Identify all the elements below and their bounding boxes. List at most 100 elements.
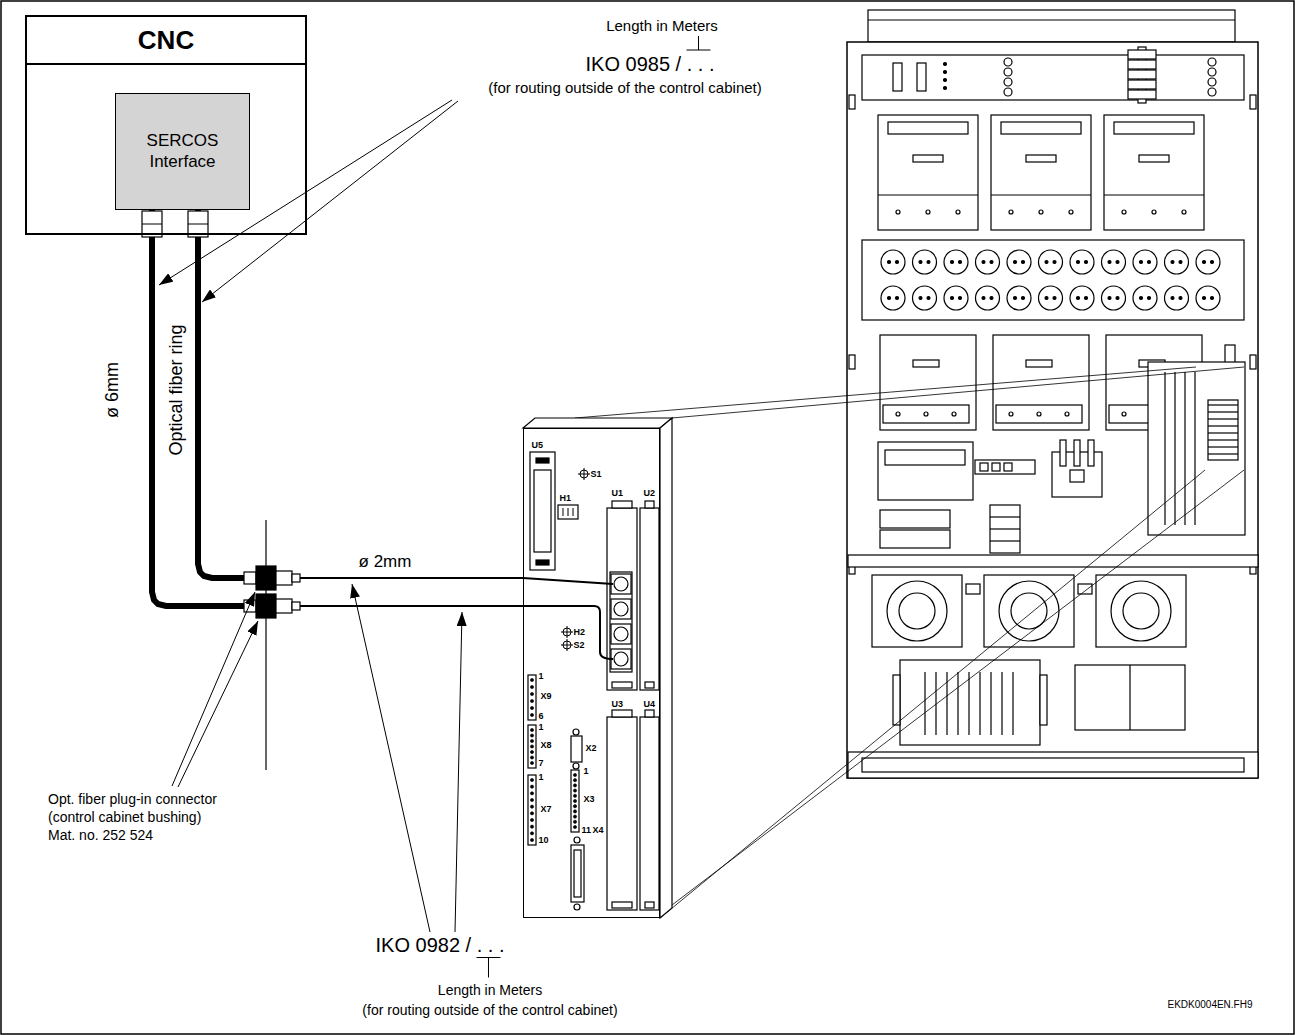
indicator xyxy=(1004,68,1012,76)
part-label: 1 xyxy=(584,767,589,776)
terminal-x7-pin xyxy=(530,825,533,828)
terminal xyxy=(1128,70,1156,79)
fuse-contact xyxy=(959,297,962,300)
fuse-contact xyxy=(1077,261,1080,264)
fiber-plug xyxy=(244,600,256,612)
length-tick xyxy=(686,50,710,51)
circuit-breaker xyxy=(878,115,978,230)
zoom-line xyxy=(672,470,1244,905)
part-label: 1 xyxy=(539,723,544,732)
fuse-contact xyxy=(951,297,954,300)
fuse-holder xyxy=(1007,286,1031,310)
filter-rib xyxy=(957,672,958,735)
contactor-face xyxy=(1070,470,1084,482)
card-u4-tab xyxy=(645,902,654,908)
part-label: S2 xyxy=(574,641,585,650)
indicator xyxy=(1208,78,1216,86)
fiber-optic-cable xyxy=(198,210,523,578)
screw xyxy=(952,412,956,416)
terminal-x7-pin xyxy=(530,805,533,808)
dsub-screw xyxy=(574,837,580,843)
terminal-x8-pin xyxy=(530,756,533,759)
zoom-lines xyxy=(575,367,1244,918)
drive-module: U5S1H1U1U2H2S2X916X817X7110X21X311X4U3U4 xyxy=(523,428,660,918)
fuse-contact xyxy=(919,261,922,264)
cabinet-top-edge xyxy=(868,19,1235,20)
fuse-contact xyxy=(1014,261,1017,264)
part-label: 6 xyxy=(539,712,544,721)
fuse-contact xyxy=(1085,261,1088,264)
leader-arrow xyxy=(455,612,462,932)
control-cabinet xyxy=(847,10,1258,778)
filter-rib xyxy=(990,672,991,735)
led-h2-cross xyxy=(567,626,568,638)
choke-mount xyxy=(872,575,962,647)
terminal-x7-pin xyxy=(530,785,533,788)
choke-core xyxy=(1123,593,1159,629)
filter-flange xyxy=(893,675,900,725)
drive-stack xyxy=(1148,362,1245,535)
screw xyxy=(1152,210,1156,214)
terminal xyxy=(1128,80,1156,89)
terminal xyxy=(990,505,1020,553)
fuse-contact xyxy=(990,297,993,300)
part-label: X8 xyxy=(541,741,552,750)
terminal-x9-pin xyxy=(530,699,533,702)
part-note: Opt. fiber plug-in connector (control ca… xyxy=(48,790,224,845)
length-tick xyxy=(488,958,489,978)
terminal-x7-pin xyxy=(530,778,533,781)
card-u1-tab xyxy=(612,501,632,508)
switch-s1-cross xyxy=(584,468,585,480)
zoom-line xyxy=(660,470,1205,918)
terminal-x7 xyxy=(528,775,536,845)
part-label: X4 xyxy=(593,826,604,835)
circuit-breaker xyxy=(1104,115,1204,230)
rail-tab xyxy=(1250,95,1256,109)
fuse-contact xyxy=(1053,261,1056,264)
terminal-x3-pin xyxy=(573,825,576,828)
fuse-contact xyxy=(1108,297,1111,300)
fuse-contact xyxy=(1077,297,1080,300)
terminal-x3-pin xyxy=(573,805,576,808)
terminal-x7-pin xyxy=(530,812,533,815)
terminal-line xyxy=(990,540,1020,541)
segment xyxy=(563,508,564,516)
indicator xyxy=(1004,88,1012,96)
fiber-port-socket xyxy=(614,602,628,616)
module-top-face xyxy=(523,418,672,428)
terminal-x9-pin xyxy=(530,678,533,681)
fuse-contact xyxy=(1116,297,1119,300)
segment xyxy=(568,508,569,516)
fiber-cable-thin xyxy=(300,577,523,579)
fiber-cable-thick xyxy=(198,210,246,578)
dsub-x4 xyxy=(571,845,584,902)
module-side-face xyxy=(660,418,672,918)
choke-ring xyxy=(887,581,947,641)
terminal-block xyxy=(880,530,950,548)
screw xyxy=(1037,412,1041,416)
fuse-contact xyxy=(927,297,930,300)
part-label: 7 xyxy=(539,759,544,768)
base-inner xyxy=(862,758,1244,772)
cnc-box: CNCSERCOS Interface xyxy=(25,15,307,235)
terminal-x8-pin xyxy=(530,728,533,731)
card-u4 xyxy=(640,717,659,910)
circuit-breaker xyxy=(991,115,1091,230)
fuse-holder xyxy=(881,286,905,310)
part-label: S1 xyxy=(591,470,602,479)
breaker-top xyxy=(1114,122,1194,134)
fuse-contact xyxy=(927,261,930,264)
fuse-contact xyxy=(888,297,891,300)
terminal-line xyxy=(990,516,1020,517)
screw xyxy=(896,210,900,214)
breaker-handle xyxy=(913,155,943,162)
fuse-contact xyxy=(1014,297,1017,300)
fuse-holder xyxy=(913,286,937,310)
led-dot xyxy=(944,87,947,90)
fuse-holder xyxy=(944,250,968,274)
indicator xyxy=(1004,78,1012,86)
card-u1-tab xyxy=(612,682,632,688)
breaker-handle xyxy=(1139,155,1169,162)
heat-sink-fin xyxy=(1208,432,1238,433)
slot xyxy=(893,63,902,91)
